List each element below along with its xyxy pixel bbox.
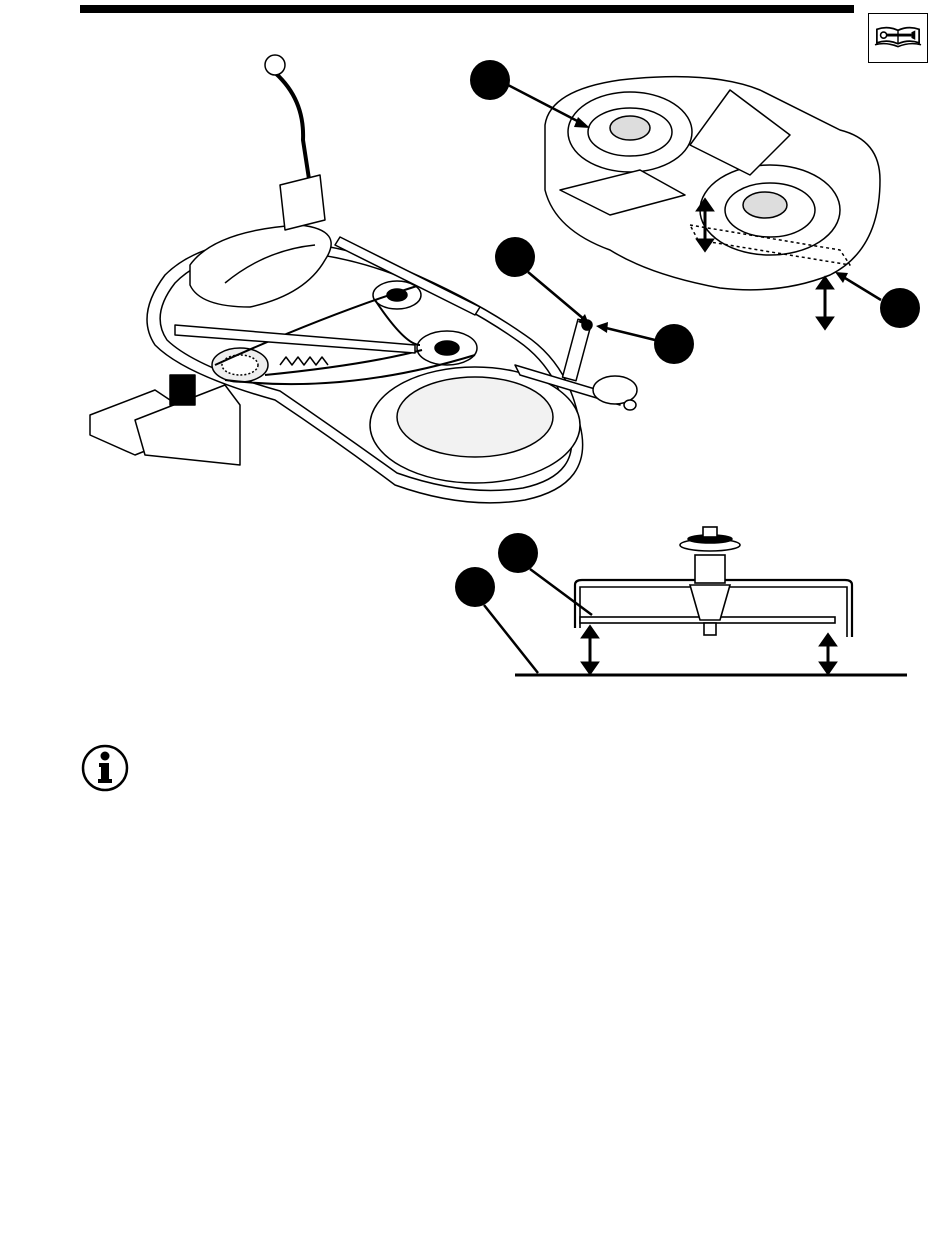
header-rule [80,5,854,13]
deck-assembly-callouts [490,232,700,367]
blade-height-section-illustration [450,525,920,700]
information-icon [80,743,130,793]
